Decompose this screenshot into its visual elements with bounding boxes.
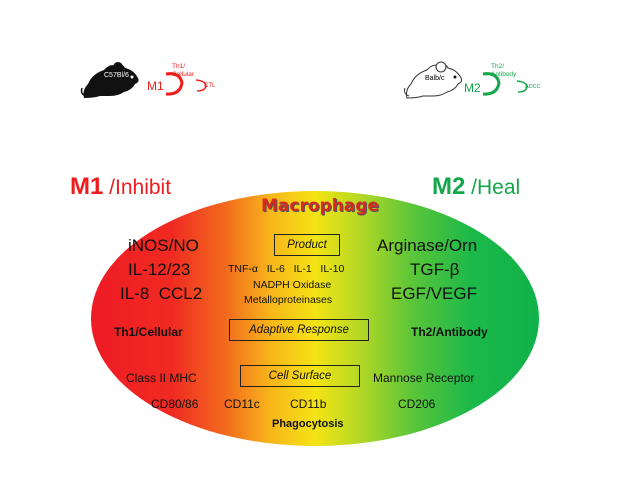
macrophage-title: Macrophage — [261, 196, 379, 216]
black-mouse-icon — [80, 62, 139, 98]
metalloproteinases: Metalloproteinases — [244, 294, 333, 306]
m1-code: M1 — [147, 79, 164, 93]
m1-headline-code: M1 — [70, 173, 104, 200]
m2-mouse-label: Balb/c — [425, 75, 445, 82]
cd11c: CD11c — [224, 397, 260, 411]
m2-headline-word: /Heal — [465, 176, 521, 199]
m1-th-label: Th1/ Cellular — [172, 63, 195, 78]
adaptive-response-box: Adaptive Response — [229, 319, 369, 341]
nadph-oxidase: NADPH Oxidase — [253, 279, 332, 291]
cell-surface-box: Cell Surface — [240, 365, 360, 387]
m1-inos: iNOS/NO — [128, 236, 199, 255]
m2-cd206: CD206 — [398, 397, 436, 411]
m2-tgf: TGF-β — [410, 260, 460, 279]
phagocytosis: Phagocytosis — [272, 418, 344, 430]
m2-th-antibody: Th2/Antibody — [411, 325, 488, 339]
m1-th-cellular: Th1/Cellular — [114, 325, 183, 339]
ctl-label: CTL — [204, 83, 216, 89]
m2-headline-code: M2 — [432, 173, 466, 200]
m2-mannose-receptor: Mannose Receptor — [373, 371, 475, 385]
m1-mouse-label: C57Bl/6 — [104, 72, 129, 79]
adcc-receptor-icon — [516, 80, 528, 93]
white-mouse-icon — [404, 61, 463, 99]
m2-egf-vegf: EGF/VEGF — [391, 284, 477, 303]
ctl-receptor-icon — [195, 79, 207, 92]
m1-mouse-group: C57Bl/6 M1 Th1/ Cellular CTL — [80, 60, 230, 105]
m1-headline: M1 /Inhibit — [70, 173, 171, 201]
m2-th-label: Th2/ Antibody — [491, 63, 517, 78]
m1-class-ii-mhc: Class II MHC — [126, 371, 197, 385]
m2-receptor-icon — [482, 72, 501, 96]
m2-mouse-group: Balb/c M2 Th2/ Antibody ADCC — [403, 60, 553, 105]
m2-arginase: Arginase/Orn — [377, 236, 478, 255]
m1-headline-word: /Inhibit — [103, 176, 172, 199]
product-box: Product — [274, 234, 340, 256]
m2-code: M2 — [464, 81, 481, 95]
m1-cd80-86: CD80/86 — [151, 397, 199, 411]
m1-receptor-icon — [165, 72, 184, 96]
m1-il12: IL-12/23 — [128, 260, 191, 279]
m2-headline: M2 /Heal — [432, 173, 520, 201]
m1-il8-ccl2: IL-8 CCL2 — [120, 284, 203, 303]
macrophage-spectrum-ellipse — [91, 191, 539, 446]
cytokine-list: TNF-α IL-6 IL-1 IL-10 — [228, 263, 345, 275]
cd11b: CD11b — [290, 397, 327, 411]
adcc-label: ADCC — [525, 84, 541, 90]
